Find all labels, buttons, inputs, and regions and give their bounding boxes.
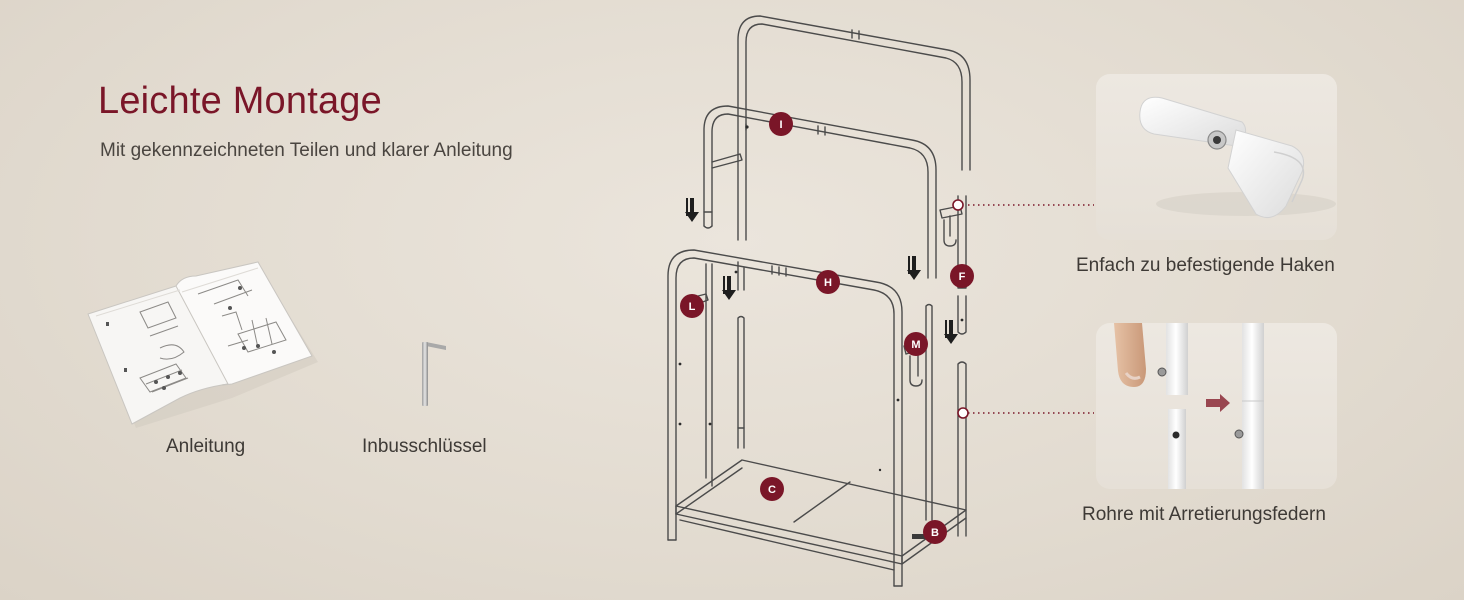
part-label-m: M [911,339,920,351]
page-title: Leichte Montage [98,80,382,122]
part-label-c: C [768,484,776,496]
tube-detail-card [1096,323,1337,489]
part-badge-b [923,520,947,544]
page-subtitle: Mit gekennzeichneten Teilen und klarer A… [100,140,513,161]
part-label-f: F [959,271,966,283]
locking-spring-tubes-photo [1114,323,1264,489]
part-badge-l [680,294,704,318]
hook-detail-card [1096,74,1337,240]
white-hook-strap-photo [1139,96,1336,219]
caption-tubes: Rohre mit Arretierungsfedern [1082,504,1326,525]
caption-hook: Enfach zu befestigende Haken [1076,255,1335,276]
part-badge-m [904,332,928,356]
caption-inbusschluessel: Inbusschlüssel [362,436,487,457]
part-badge-f [950,264,974,288]
part-label-l: L [689,301,696,313]
part-badge-i [769,112,793,136]
part-label-h: H [824,277,832,289]
part-label-b: B [931,527,939,539]
part-label-i: I [779,119,782,131]
down-arrow-icon [685,198,958,344]
part-badge-h [816,270,840,294]
part-badge-c [760,477,784,501]
caption-anleitung: Anleitung [166,436,246,457]
